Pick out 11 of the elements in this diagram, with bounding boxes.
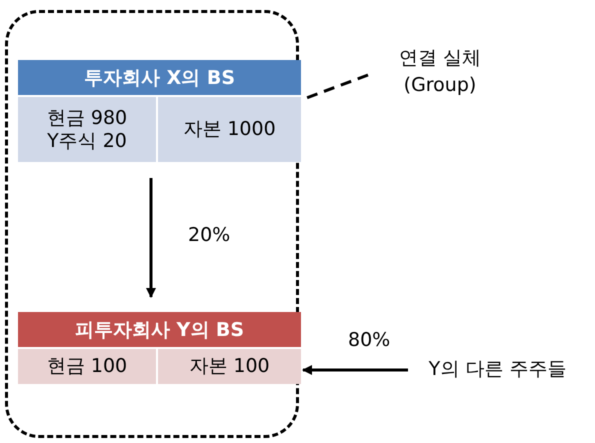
arrow — [146, 178, 156, 298]
balance-sheet-table — [18, 312, 301, 384]
arrow — [302, 365, 408, 375]
table-cell: 현금 980 Y주식 20 — [18, 95, 158, 162]
table-header: 피투자회사 Y의 BS — [18, 312, 301, 347]
text-label: 연결 실체 (Group) — [365, 45, 515, 98]
text-label: Y의 다른 주주들 — [410, 356, 585, 383]
dashed-boundary — [5, 10, 299, 438]
table-cell: 현금 100 — [18, 347, 158, 384]
balance-sheet-table — [18, 60, 301, 162]
table-header: 투자회사 X의 BS — [18, 60, 301, 95]
